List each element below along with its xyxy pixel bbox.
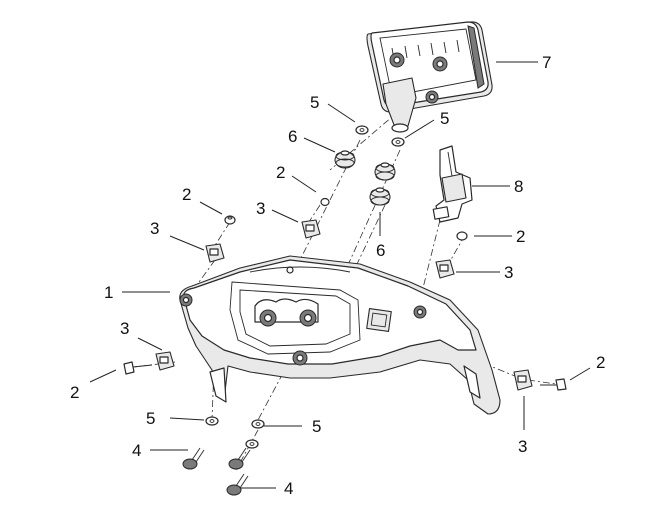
callout-2: 2 <box>182 185 191 204</box>
rubber-grommet-lower <box>369 187 391 206</box>
callout-2: 2 <box>276 163 285 182</box>
instrument-display <box>366 21 493 133</box>
callout-6: 6 <box>376 241 385 260</box>
callout-3: 3 <box>120 319 129 338</box>
callout-5: 5 <box>310 93 319 112</box>
callout-numbers: 7 5 5 6 2 8 2 3 3 2 6 3 1 3 2 2 5 5 3 4 … <box>70 53 605 498</box>
callout-7: 7 <box>542 53 551 72</box>
callout-8: 8 <box>514 177 523 196</box>
leader-lines <box>89 61 591 489</box>
callout-1: 1 <box>104 283 113 302</box>
callout-2: 2 <box>70 383 79 402</box>
callout-2: 2 <box>516 227 525 246</box>
rubber-grommet-upper <box>334 150 356 169</box>
callout-3: 3 <box>504 263 513 282</box>
washers <box>205 125 405 449</box>
connector-bracket <box>432 145 473 223</box>
display-tick-marks <box>391 39 460 61</box>
callout-6: 6 <box>288 127 297 146</box>
callout-5: 5 <box>312 417 321 436</box>
callout-5: 5 <box>440 109 449 128</box>
callout-2: 2 <box>596 353 605 372</box>
callout-3: 3 <box>150 219 159 238</box>
callout-3: 3 <box>256 199 265 218</box>
small-screws <box>123 197 567 391</box>
callout-3: 3 <box>518 437 527 456</box>
main-mounting-bracket <box>179 255 501 415</box>
hex-bolts <box>182 447 251 496</box>
callout-4: 4 <box>284 479 293 498</box>
callout-5: 5 <box>146 409 155 428</box>
rubber-grommet-middle <box>374 162 396 181</box>
clip-nuts <box>155 219 533 391</box>
callout-4: 4 <box>132 441 141 460</box>
